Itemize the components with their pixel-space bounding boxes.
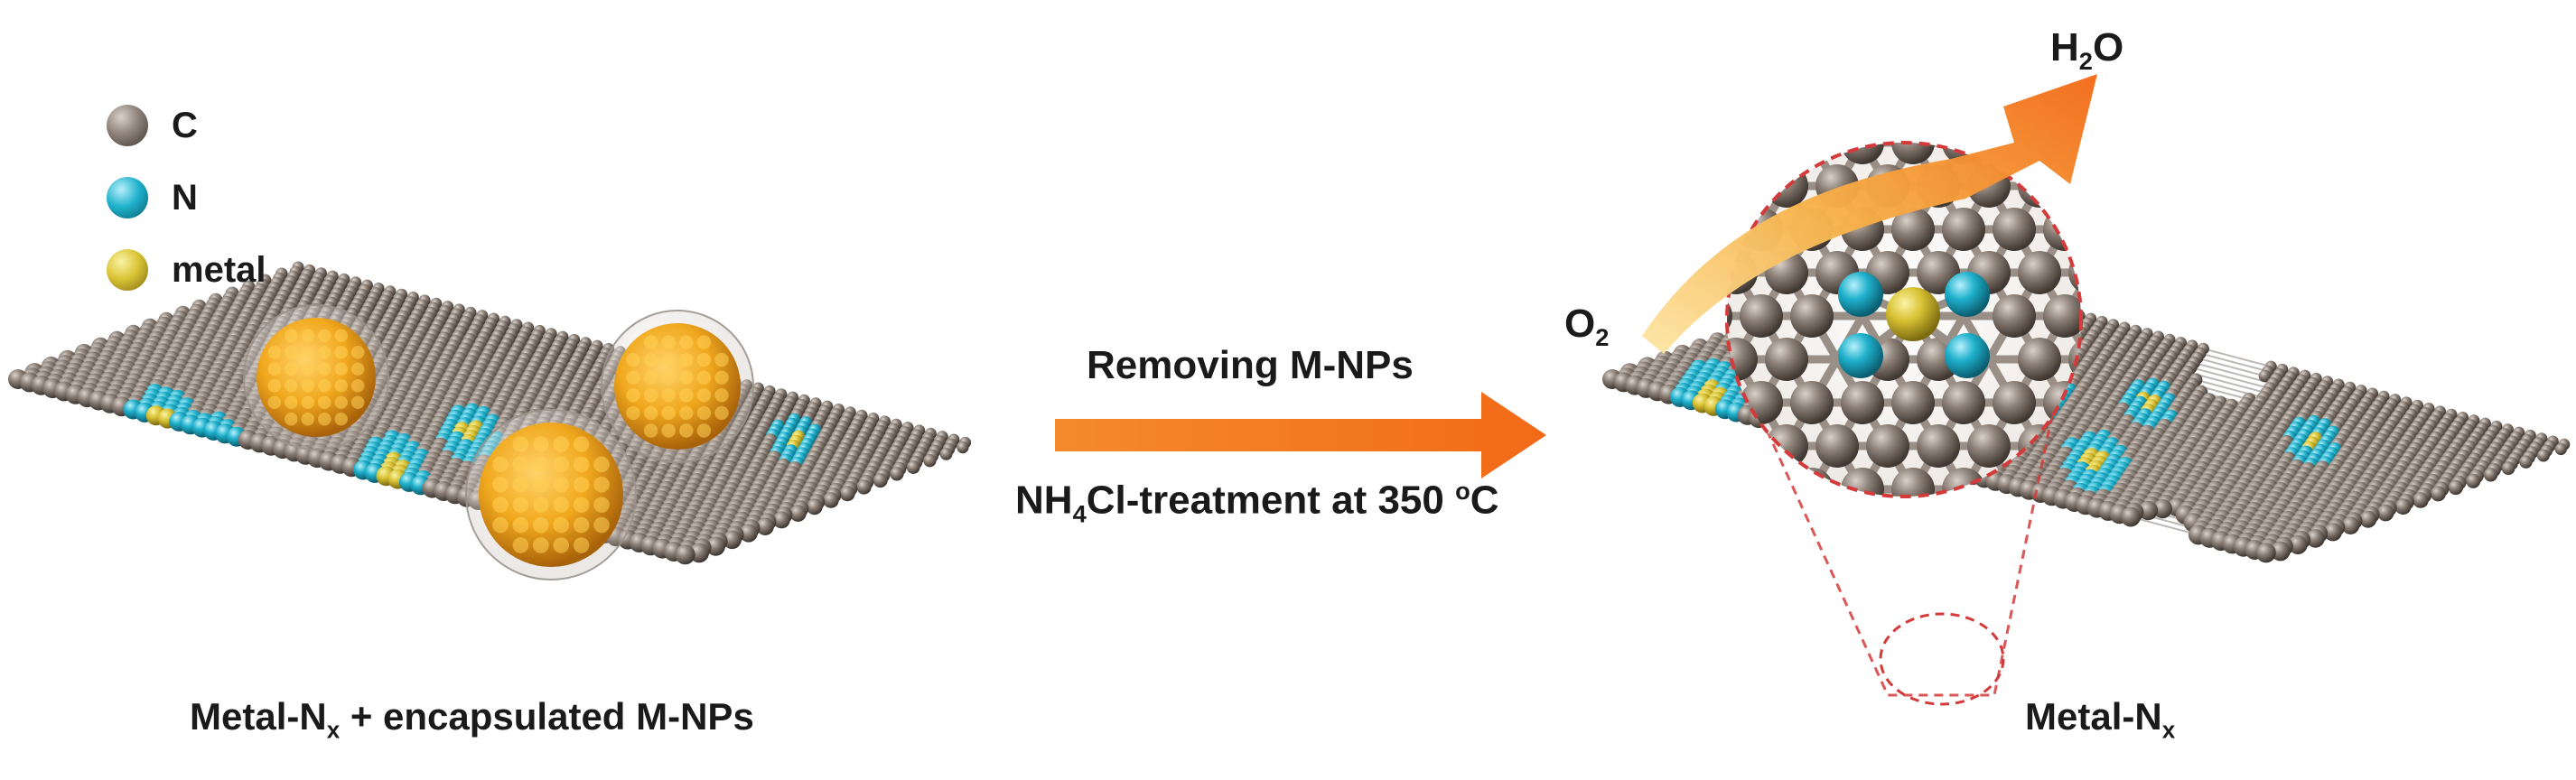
legend-label-nitrogen: N	[172, 178, 198, 218]
zoom-source-ellipse	[1881, 614, 2003, 704]
process-arrow	[1055, 392, 1546, 478]
left-caption: Metal-Nx + encapsulated M-NPs	[190, 695, 754, 744]
carbon-atom-icon	[107, 105, 148, 146]
legend-label-carbon: C	[172, 106, 198, 146]
reactant-label: O2	[1564, 302, 1609, 352]
process-condition-label: NH4Cl-treatment at 350 oC	[1015, 477, 1499, 528]
metal-atom-icon	[107, 249, 148, 291]
legend-item-nitrogen: N	[107, 177, 198, 218]
legend-label-metal: metal	[172, 250, 266, 291]
process-step-label: Removing M-NPs	[1087, 343, 1414, 388]
legend-item-carbon: C	[107, 105, 198, 146]
nitrogen-atom-icon	[107, 177, 148, 218]
right-caption: Metal-Nx	[2025, 695, 2175, 744]
product-label: H2O	[2050, 25, 2123, 76]
legend-item-metal: metal	[107, 249, 266, 291]
